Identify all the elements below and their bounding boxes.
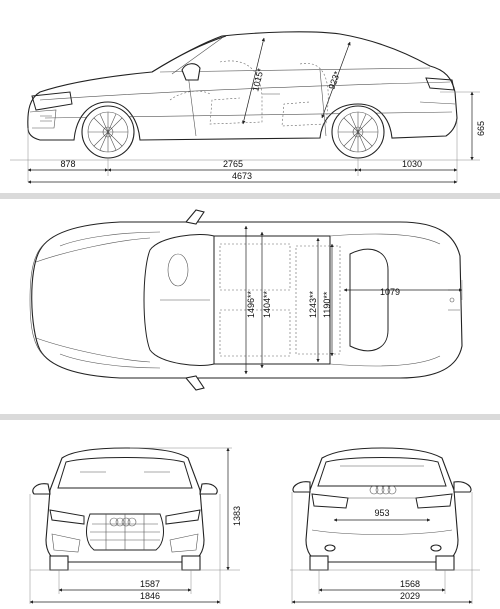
separator-band: [0, 193, 500, 199]
dim-front-shoulder-width: 1404**: [262, 290, 272, 318]
dim-width-with-mirrors: 2029: [400, 591, 420, 601]
side-view: 878 2765 1030 4673 1015* 923* 665: [10, 31, 486, 184]
dim-rear-shoulder-width: 1190**: [322, 291, 332, 318]
rear-view: 953 1568 2029: [290, 447, 480, 604]
dim-boot-length: 1079: [380, 287, 400, 297]
dim-wheelbase: 2765: [223, 159, 243, 169]
dim-boot-opening-width: 953: [374, 508, 389, 518]
rear-wheel: [331, 105, 385, 159]
dim-rear-overhang: 1030: [402, 159, 422, 169]
dim-ground-to-boot: 665: [476, 121, 486, 136]
front-wheel: [81, 105, 135, 159]
dim-front-track: 1587: [140, 579, 160, 589]
separator-band: [0, 414, 500, 420]
dim-height: 1383: [232, 506, 242, 526]
dim-rear-elbow-width: 1243**: [308, 290, 318, 318]
dim-length: 4673: [232, 171, 252, 181]
four-rings-logo: [109, 517, 137, 527]
dim-width: 1846: [140, 591, 160, 601]
dim-rear-track: 1568: [400, 579, 420, 589]
top-view: 1496** 1404** 1243** 1190** 1079: [29, 209, 463, 391]
mirror: [184, 209, 205, 225]
four-rings-logo: [369, 485, 397, 495]
dim-front-elbow-width: 1496**: [246, 290, 256, 318]
front-grille: [86, 513, 164, 551]
dim-front-overhang: 878: [60, 159, 75, 169]
front-view: 1383 1587 1846: [29, 447, 242, 604]
mirror: [184, 375, 205, 391]
